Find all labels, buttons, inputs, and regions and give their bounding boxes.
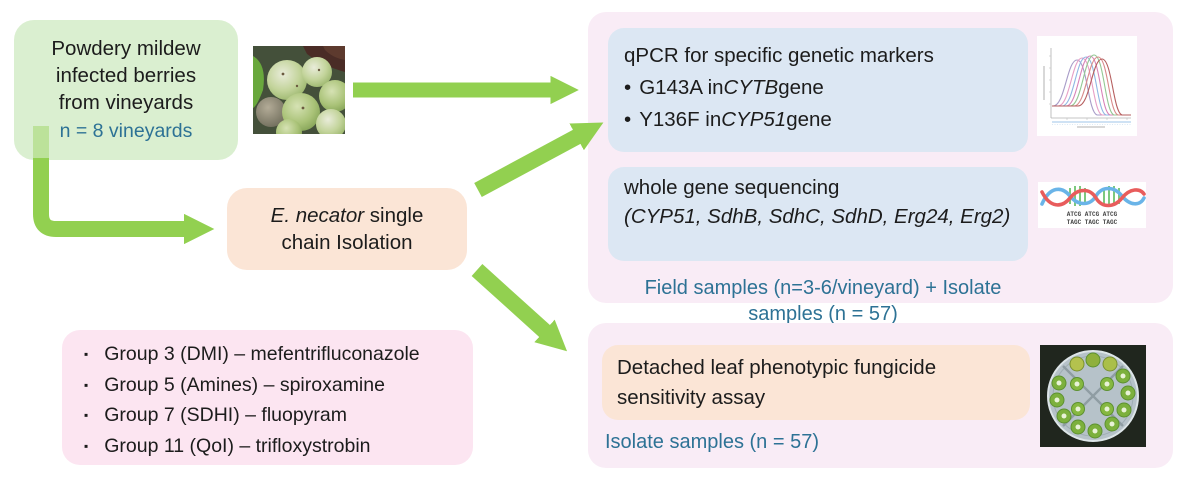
- square-bullet-icon: ▪: [84, 408, 89, 422]
- fungicide-item-label: Group 3 (DMI) – mefentrifluconazole: [104, 343, 420, 365]
- square-bullet-icon: ▪: [84, 347, 89, 361]
- isolation-species-name: E. necator: [270, 203, 365, 227]
- fungicide-item-label: Group 5 (Amines) – spiroxamine: [104, 373, 385, 396]
- dna-label-row1: ATCG ATCG ATCG: [1067, 211, 1118, 218]
- dna-helix-illustration: ATCG ATCG ATCG TAGC TAGC TAGC: [1038, 182, 1146, 228]
- qpcr-title: qPCR for specific genetic markers: [624, 44, 934, 67]
- source-box-line3: from vineyards: [58, 91, 194, 115]
- qpcr-bullet-gene: CYTB: [723, 76, 779, 99]
- qpcr-bullet-row: • Y136F in CYP51 gene: [624, 104, 1028, 136]
- bottom-right-sample-caption: Isolate samples (n = 57): [605, 431, 819, 453]
- phenotypic-assay-container: Detached leaf phenotypic fungicide sensi…: [588, 323, 1173, 468]
- arrow-isolation-to-molecular: [474, 122, 604, 198]
- qpcr-bullet-post: gene: [778, 76, 824, 99]
- qpcr-box: qPCR for specific genetic markers • G143…: [608, 28, 1028, 152]
- fungicide-list-item: ▪ Group 7 (SDHI) – fluopyram: [84, 401, 463, 432]
- bullet-icon: •: [624, 108, 632, 131]
- dna-sequencing-illustration: ATCG ATCG ATCG TAGC TAGC TAGC: [1038, 182, 1146, 228]
- source-box-line2: infected berries: [55, 64, 197, 88]
- qpcr-bullet-pre: Y136F in: [639, 108, 722, 131]
- dna-label-row2: TAGC TAGC TAGC: [1067, 219, 1118, 226]
- bullet-icon: •: [624, 76, 632, 99]
- qpcr-chart-illustration: [1037, 36, 1137, 136]
- fungicide-item-label: Group 11 (QoI) – trifloxystrobin: [104, 434, 371, 457]
- top-right-sample-caption: Field samples (n=3-6/vineyard) + Isolate…: [644, 277, 1002, 326]
- petri-dish-illustration: [1040, 345, 1146, 447]
- powdery-mildew-grapes-photo: [253, 46, 345, 134]
- qpcr-bullet-pre: G143A in: [639, 76, 724, 99]
- grapes-illustration: [253, 46, 345, 134]
- source-box-line1: Powdery mildew: [51, 37, 201, 60]
- qpcr-bullet-gene: CYP51: [721, 108, 787, 131]
- isolation-box-text: E. necator single chain Isolation: [252, 202, 442, 256]
- assay-box-text: Detached leaf phenotypic fungicide sensi…: [617, 356, 937, 409]
- fungicide-list-box: ▪ Group 3 (DMI) – mefentrifluconazole ▪ …: [62, 330, 473, 465]
- fungicide-list-item: ▪ Group 5 (Amines) – spiroxamine: [84, 371, 463, 402]
- qpcr-bullet-row: • G143A in CYTB gene: [624, 72, 1028, 104]
- isolation-text-rest: single chain Isolation: [281, 203, 424, 254]
- source-box-count: n = 8 vineyards: [59, 120, 193, 143]
- sequencing-title: whole gene sequencing: [624, 176, 840, 199]
- fungicide-item-label: Group 7 (SDHI) – fluopyram: [104, 404, 348, 426]
- assay-box: Detached leaf phenotypic fungicide sensi…: [602, 345, 1030, 420]
- sequencing-gene-list: (CYP51, SdhB, SdhC, SdhD, Erg24, Erg2): [624, 205, 1011, 228]
- square-bullet-icon: ▪: [84, 377, 89, 392]
- arrow-source-to-isolation: [33, 158, 215, 245]
- arrow-isolation-to-assay: [471, 264, 568, 352]
- sequencing-box: whole gene sequencing (CYP51, SdhB, SdhC…: [608, 167, 1028, 261]
- qpcr-bullet-post: gene: [786, 108, 832, 131]
- isolation-box: E. necator single chain Isolation: [227, 188, 467, 270]
- fungicide-list-item: ▪ Group 11 (QoI) – trifloxystrobin: [84, 432, 463, 463]
- qpcr-melt-curve-plot: [1037, 36, 1137, 136]
- detached-leaf-assay-petri-dish-photo: [1040, 345, 1146, 447]
- source-box: Powdery mildew infected berries from vin…: [14, 20, 238, 160]
- molecular-analysis-container: qPCR for specific genetic markers • G143…: [588, 12, 1173, 325]
- fungicide-list-item: ▪ Group 3 (DMI) – mefentrifluconazole: [84, 340, 463, 371]
- square-bullet-icon: ▪: [84, 438, 89, 453]
